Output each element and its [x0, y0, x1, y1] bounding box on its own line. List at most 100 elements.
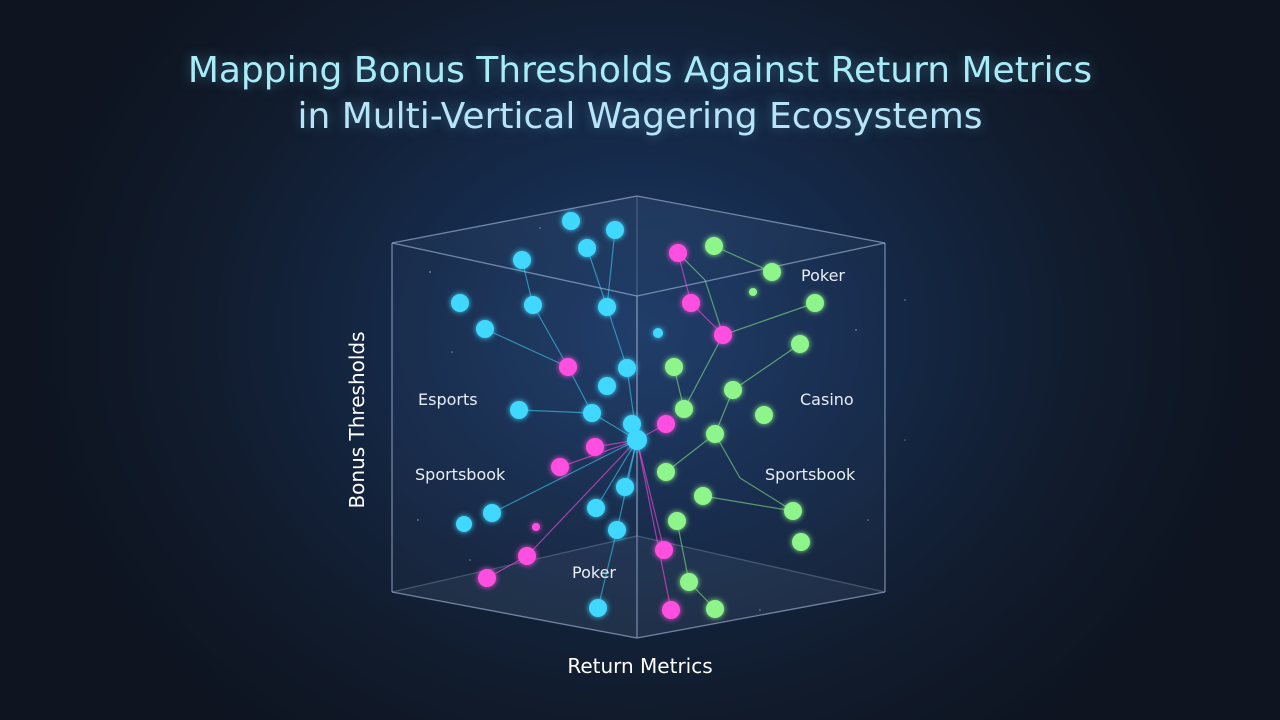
cube-edge: [636, 242, 886, 297]
sparkle-dot: [904, 299, 906, 301]
link: [665, 433, 716, 473]
region-label-esports: Esports: [418, 390, 478, 409]
node-cyan: [451, 294, 469, 312]
magenta-nodes: [478, 244, 732, 619]
node-cyan: [510, 401, 528, 419]
cube-bottom-face: [392, 536, 885, 638]
sparkle-dot: [855, 329, 857, 331]
chart-title-line-1: Mapping Bonus Thresholds Against Return …: [187, 50, 1093, 91]
node-cyan: [583, 404, 601, 422]
node-magenta: [518, 547, 536, 565]
node-cyan: [606, 221, 624, 239]
node-cyan: [618, 359, 636, 377]
cube-edge-hidden: [391, 535, 638, 593]
link: [713, 245, 773, 273]
node-green: [749, 288, 757, 296]
link: [636, 439, 665, 551]
cube-edge: [636, 591, 886, 639]
node-green: [675, 400, 693, 418]
sparkle-dot: [759, 609, 761, 611]
node-green: [706, 600, 724, 618]
node-cyan: [483, 504, 501, 522]
cube-right-face: [637, 243, 885, 638]
region-labels: Poker Esports Casino Sportsbook Sportsbo…: [415, 266, 856, 582]
node-magenta: [532, 523, 540, 531]
node-green: [784, 502, 802, 520]
node-cyan: [589, 599, 607, 617]
cube-edge: [391, 242, 638, 297]
chart-title-line-2: in Multi-Vertical Wagering Ecosystems: [297, 96, 983, 137]
node-magenta: [551, 458, 569, 476]
node-cyan: [578, 239, 596, 257]
link: [636, 439, 672, 611]
sparkle-dot: [451, 351, 453, 353]
node-green: [724, 381, 742, 399]
node-cyan: [562, 212, 580, 230]
link: [606, 306, 628, 369]
link: [739, 477, 794, 512]
sparkle-dot: [469, 559, 471, 561]
sparkle-dots: [417, 227, 906, 611]
green-nodes: [657, 237, 824, 618]
cyan-nodes: [451, 212, 663, 617]
sparkle-dot: [429, 271, 431, 273]
link: [732, 343, 801, 391]
node-magenta: [662, 601, 680, 619]
link: [518, 409, 593, 414]
link: [526, 439, 638, 557]
cube-edge-hidden: [636, 535, 886, 593]
node-cyan: [598, 377, 616, 395]
link: [606, 229, 616, 308]
node-cyan: [456, 516, 472, 532]
node-green: [665, 358, 683, 376]
node-green: [657, 463, 675, 481]
node-green: [763, 263, 781, 281]
region-label-sportsbook-right: Sportsbook: [765, 465, 856, 484]
cube-left-face: [392, 243, 637, 638]
node-green: [706, 425, 724, 443]
node-magenta: [478, 569, 496, 587]
cube-edge: [636, 195, 886, 244]
region-label-casino: Casino: [800, 390, 854, 409]
x-axis-label: Return Metrics: [567, 654, 713, 678]
link: [484, 328, 569, 368]
title-block: Mapping Bonus Thresholds Against Return …: [0, 48, 1280, 140]
node-cyan: [513, 251, 531, 269]
cube-edges: [391, 195, 886, 639]
node-cyan: [598, 298, 616, 316]
node-magenta: [586, 438, 604, 456]
sparkle-dot: [417, 519, 419, 521]
link: [595, 439, 638, 509]
node-cyan: [476, 320, 494, 338]
node-green: [680, 573, 698, 591]
link: [704, 279, 724, 336]
node-cyan: [524, 296, 542, 314]
cube-edge: [391, 195, 638, 244]
node-green: [694, 487, 712, 505]
node-magenta: [657, 415, 675, 433]
link: [597, 529, 618, 609]
node-green: [792, 533, 810, 551]
link: [586, 247, 608, 308]
link: [676, 520, 690, 583]
node-magenta: [669, 244, 687, 262]
region-label-sportsbook-left: Sportsbook: [415, 465, 506, 484]
node-cyan: [616, 478, 634, 496]
y-axis-label: Bonus Thresholds: [345, 331, 369, 509]
link: [491, 439, 638, 514]
link: [722, 302, 816, 336]
sparkle-dot: [539, 227, 541, 229]
node-green: [668, 512, 686, 530]
node-cyan: [587, 499, 605, 517]
sparkle-dot: [867, 519, 869, 521]
node-green: [791, 335, 809, 353]
node-cyan: [608, 521, 626, 539]
sparkle-dot: [904, 439, 906, 441]
link: [702, 495, 794, 512]
node-green: [755, 406, 773, 424]
link: [683, 334, 724, 410]
cube-faces: [392, 196, 885, 638]
node-green: [705, 237, 723, 255]
region-label-poker-top: Poker: [801, 266, 845, 285]
